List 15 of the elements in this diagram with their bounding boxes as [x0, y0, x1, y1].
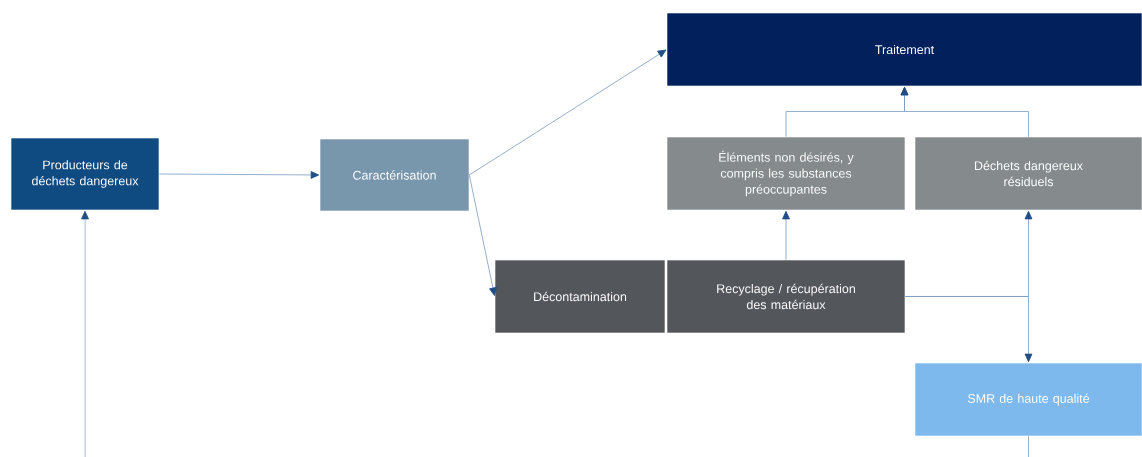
process-box: Caractérisation	[319, 138, 470, 212]
process-box: Décontamination	[494, 259, 666, 334]
process-box: Producteurs de déchets dangereux	[10, 137, 160, 211]
arrow	[81, 210, 89, 457]
arrow	[158, 171, 320, 179]
process-box: Traitement	[666, 12, 1142, 87]
process-box: Déchets dangereux résiduels	[914, 136, 1142, 211]
process-box: Éléments non désirés, y compris les substances préoccupantes	[666, 136, 906, 211]
arrow	[904, 296, 1033, 363]
arrow	[782, 210, 790, 261]
process-box: SMR de haute qualité	[914, 362, 1142, 437]
arrow	[900, 86, 1029, 138]
process-box: Recyclage / récupération des matériaux	[666, 259, 906, 334]
arrow	[468, 174, 497, 296]
arrow	[468, 49, 667, 176]
